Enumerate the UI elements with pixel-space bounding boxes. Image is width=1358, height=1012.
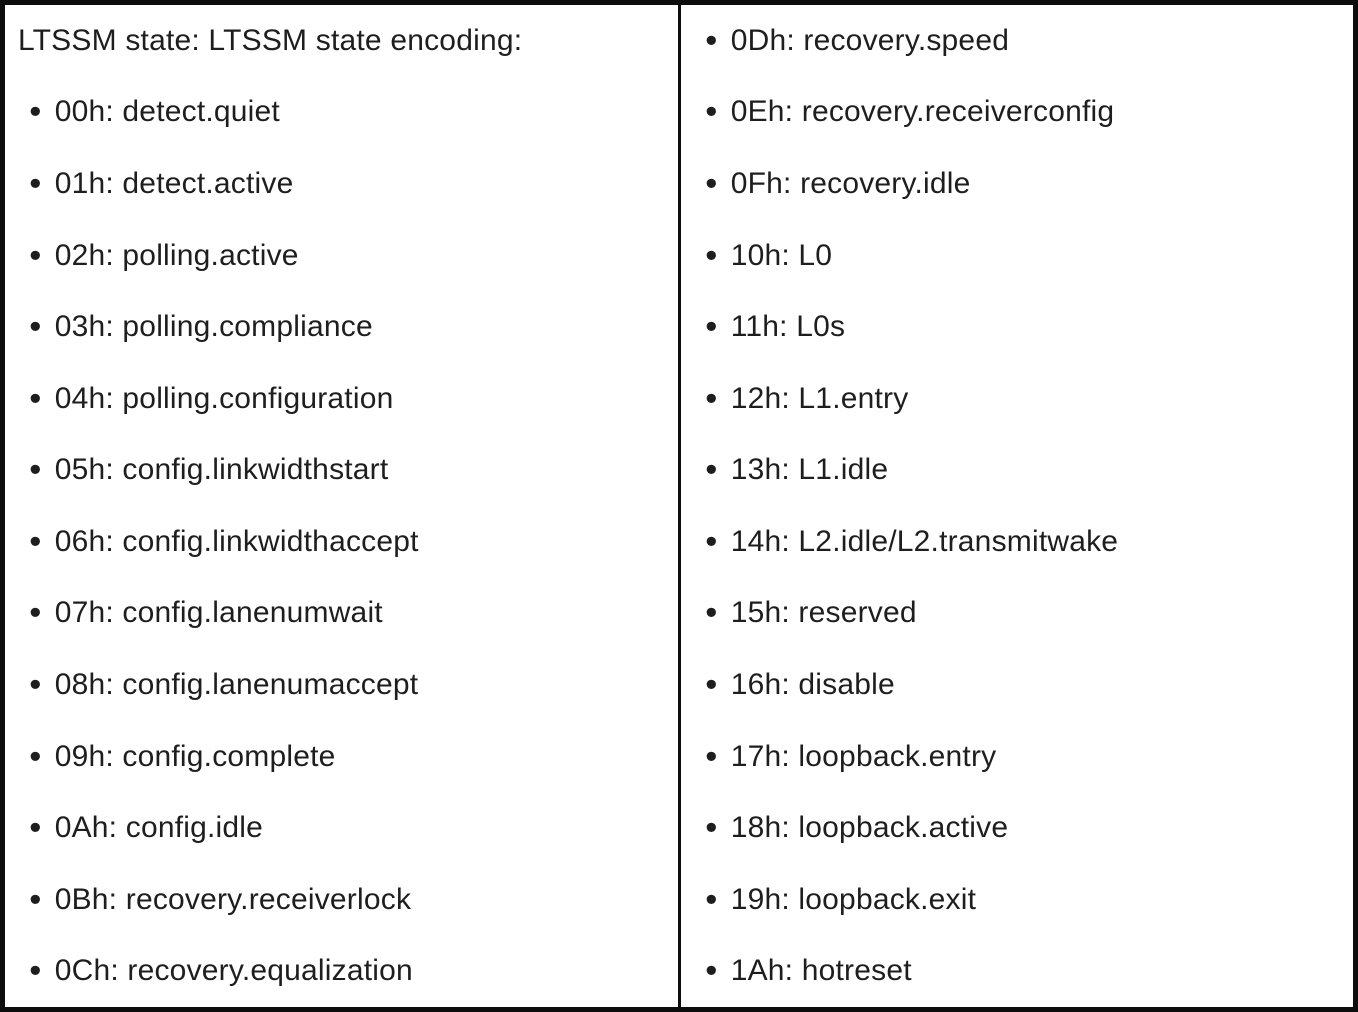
- item-label: 0Bh: recovery.receiverlock: [54, 882, 412, 916]
- item-label: 18h: loopback.active: [730, 811, 1009, 845]
- bullet-icon: •: [29, 665, 42, 704]
- item-label: 02h: polling.active: [54, 238, 299, 272]
- item-label: 06h: config.linkwidthaccept: [54, 524, 419, 558]
- item-label: 12h: L1.entry: [730, 381, 909, 415]
- bullet-icon: •: [29, 92, 42, 131]
- list-item: • 00h: detect.quiet: [5, 77, 678, 149]
- item-label: 01h: detect.active: [54, 166, 294, 200]
- bullet-icon: •: [705, 593, 718, 632]
- table-cell-right: • 0Dh: recovery.speed • 0Eh: recovery.re…: [681, 5, 1353, 1007]
- list-item: • 13h: L1.idle: [681, 434, 1353, 506]
- list-item: • 03h: polling.compliance: [5, 291, 678, 363]
- bullet-icon: •: [29, 307, 42, 346]
- bullet-icon: •: [705, 164, 718, 203]
- bullet-icon: •: [705, 450, 718, 489]
- item-label: 00h: detect.quiet: [54, 95, 280, 129]
- list-item: • 04h: polling.configuration: [5, 363, 678, 435]
- item-label: 0Ah: config.idle: [54, 811, 264, 845]
- item-label: 05h: config.linkwidthstart: [54, 453, 389, 487]
- bullet-icon: •: [705, 21, 718, 60]
- bullet-icon: •: [705, 307, 718, 346]
- list-item: • 14h: L2.idle/L2.transmitwake: [681, 506, 1353, 578]
- bullet-icon: •: [705, 665, 718, 704]
- list-item: • 0Eh: recovery.receiverconfig: [681, 77, 1353, 149]
- list-item: • 12h: L1.entry: [681, 363, 1353, 435]
- bullet-icon: •: [29, 880, 42, 919]
- list-item: • 09h: config.complete: [5, 721, 678, 793]
- list-item: • 0Fh: recovery.idle: [681, 148, 1353, 220]
- list-item: • 0Dh: recovery.speed: [681, 5, 1353, 77]
- item-label: 08h: config.lanenumaccept: [54, 667, 419, 701]
- bullet-icon: •: [705, 951, 718, 990]
- item-label: 14h: L2.idle/L2.transmitwake: [730, 524, 1119, 558]
- bullet-icon: •: [705, 880, 718, 919]
- list-item: • 19h: loopback.exit: [681, 864, 1353, 936]
- table-cell-left: LTSSM state: LTSSM state encoding: • 00h…: [5, 5, 681, 1007]
- list-item: • 15h: reserved: [681, 578, 1353, 650]
- bullet-icon: •: [29, 737, 42, 775]
- item-label: 1Ah: hotreset: [730, 954, 912, 988]
- list-item: • 16h: disable: [681, 649, 1353, 721]
- bullet-icon: •: [29, 522, 42, 561]
- item-label: 03h: polling.compliance: [54, 310, 373, 344]
- list-item: • 18h: loopback.active: [681, 792, 1353, 864]
- item-label: 13h: L1.idle: [730, 453, 889, 487]
- list-item: • 01h: detect.active: [5, 148, 678, 220]
- item-label: 0Fh: recovery.idle: [730, 166, 971, 200]
- list-item: • 07h: config.lanenumwait: [5, 578, 678, 650]
- bullet-icon: •: [705, 522, 718, 561]
- item-label: 17h: loopback.entry: [730, 739, 997, 773]
- bullet-icon: •: [705, 808, 718, 847]
- list-item: • 02h: polling.active: [5, 220, 678, 292]
- bullet-icon: •: [705, 379, 718, 418]
- list-item: • 0Ch: recovery.equalization: [5, 936, 678, 1008]
- bullet-icon: •: [29, 164, 42, 203]
- list-item: • 0Bh: recovery.receiverlock: [5, 864, 678, 936]
- item-label: 07h: config.lanenumwait: [54, 596, 383, 630]
- bullet-icon: •: [705, 737, 718, 775]
- bullet-icon: •: [29, 808, 42, 847]
- item-label: 04h: polling.configuration: [54, 381, 394, 415]
- bullet-icon: •: [705, 235, 718, 274]
- list-item: • 17h: loopback.entry: [681, 721, 1353, 793]
- list-item: • 10h: L0: [681, 220, 1353, 292]
- list-item: • 11h: L0s: [681, 291, 1353, 363]
- list-item: • 06h: config.linkwidthaccept: [5, 506, 678, 578]
- column-header: LTSSM state: LTSSM state encoding:: [18, 23, 523, 57]
- bullet-icon: •: [29, 379, 42, 418]
- item-label: 16h: disable: [730, 667, 895, 701]
- item-label: 10h: L0: [730, 238, 833, 272]
- item-label: 15h: reserved: [730, 596, 917, 630]
- bullet-icon: •: [29, 450, 42, 489]
- table-header-row: LTSSM state: LTSSM state encoding:: [5, 5, 678, 77]
- list-item: • 1Ah: hotreset: [681, 936, 1353, 1008]
- list-item: • 05h: config.linkwidthstart: [5, 434, 678, 506]
- item-label: 19h: loopback.exit: [730, 882, 977, 916]
- bullet-icon: •: [29, 951, 42, 990]
- item-label: 11h: L0s: [730, 310, 846, 344]
- bullet-icon: •: [29, 593, 42, 632]
- list-item: • 08h: config.lanenumaccept: [5, 649, 678, 721]
- item-label: 0Dh: recovery.speed: [730, 23, 1010, 57]
- bullet-icon: •: [29, 235, 42, 274]
- item-label: 0Eh: recovery.receiverconfig: [730, 95, 1115, 129]
- bullet-icon: •: [705, 92, 718, 131]
- item-label: 0Ch: recovery.equalization: [54, 954, 413, 988]
- list-item: • 0Ah: config.idle: [5, 792, 678, 864]
- item-label: 09h: config.complete: [54, 739, 336, 773]
